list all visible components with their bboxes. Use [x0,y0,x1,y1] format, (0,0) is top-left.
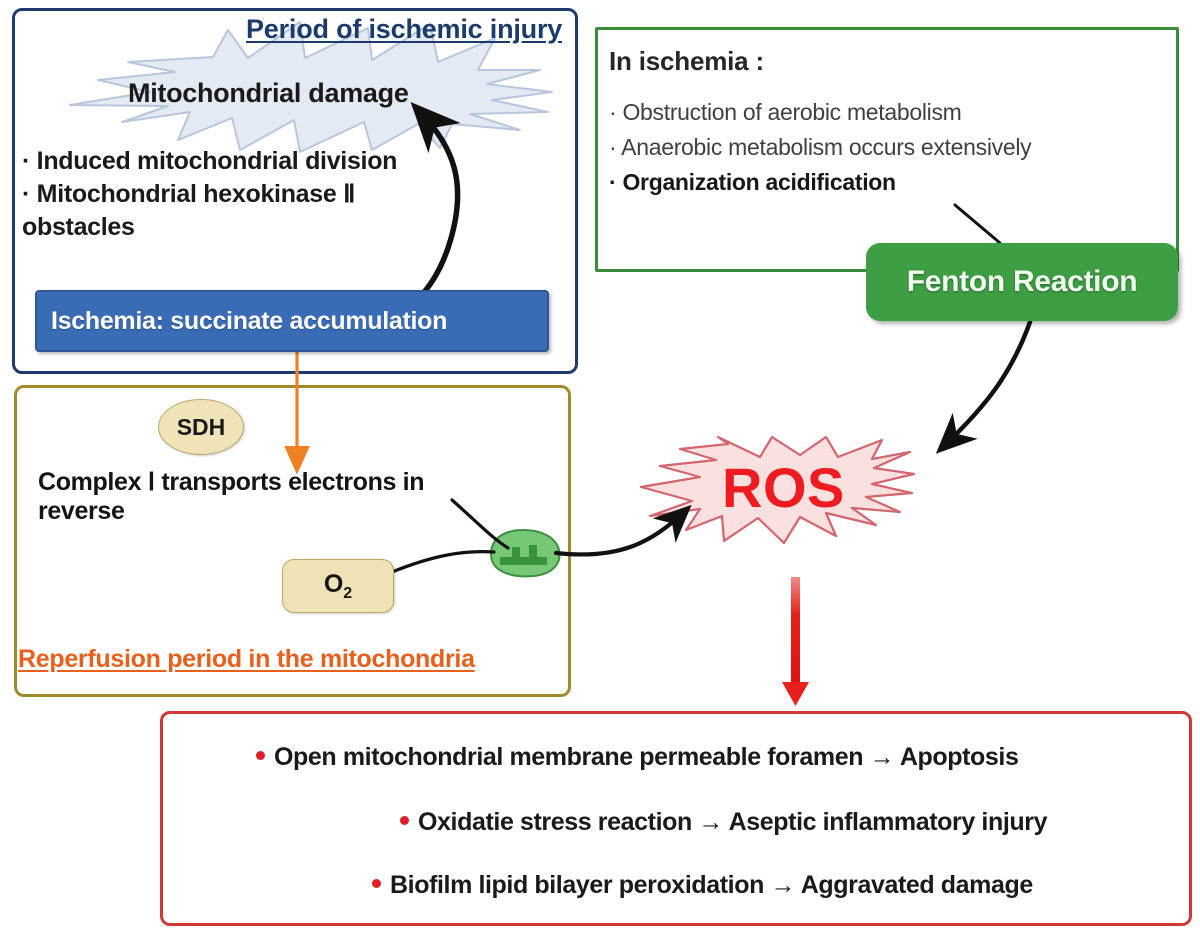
outcome-text: Biofilm lipid bilayer peroxidation → Agg… [390,871,1033,899]
outcome-text: Oxidatie stress reaction → Aseptic infla… [418,808,1048,836]
outcome-item: Biofilm lipid bilayer peroxidation → Agg… [372,871,1033,900]
outcome-text: Open mitochondrial membrane permeable fo… [274,743,1019,771]
connector-fenton-to-ros [935,319,1033,454]
list-item: · Induced mitochondrial division [22,147,398,175]
page-title-ischemic-period: Period of ischemic injury [246,14,563,44]
oxygen-label: O2 [323,569,353,602]
mitochondrial-damage-label: Mitochondrial damage [128,78,409,108]
panel-in-ischemia [595,27,1179,272]
status-badge-succinate-accumulation: Ischemia: succinate accumulation [35,290,549,352]
list-item: · Obstruction of aerobic metabolism [609,99,962,125]
succinate-accumulation-label: Ischemia: succinate accumulation [51,306,448,335]
in-ischemia-list: · Obstruction of aerobic metabolism · An… [609,95,1177,200]
list-item: · Anaerobic metabolism occurs extensivel… [609,133,1032,160]
bullet-dot-icon [372,878,381,888]
ischemic-bullet-list: · Induced mitochondrial division · Mitoc… [22,145,542,244]
sdh-label: SDH [176,413,226,440]
in-ischemia-heading: In ischemia : [609,46,764,76]
bullet-dot-icon [400,815,409,825]
list-item: · Mitochondrial hexokinase Ⅱ [22,180,356,208]
outcome-item: Oxidatie stress reaction → Aseptic infla… [400,808,1047,837]
fenton-reaction-label: Fenton Reaction [906,265,1138,298]
panel-outcomes [160,711,1192,926]
connector-ros-to-outcomes-head [782,682,809,706]
fenton-reaction-node: Fenton Reaction [866,243,1178,321]
outcome-item: Open mitochondrial membrane permeable fo… [256,743,1019,772]
list-item-continuation: obstacles [22,213,135,241]
list-item: · Organization acidification [609,168,896,195]
reperfusion-period-title: Reperfusion period in the mitochondria [18,645,475,673]
ros-label: ROS [722,456,845,519]
bullet-dot-icon [256,750,265,760]
complex-i-description: Complex Ⅰ transports electrons in revers… [38,468,425,526]
connector-mitochondrion-to-ros [553,504,692,557]
sdh-node: SDH [158,399,244,455]
connector-ros-to-outcomes-shaft [791,577,800,685]
oxygen-node: O2 [282,559,394,613]
